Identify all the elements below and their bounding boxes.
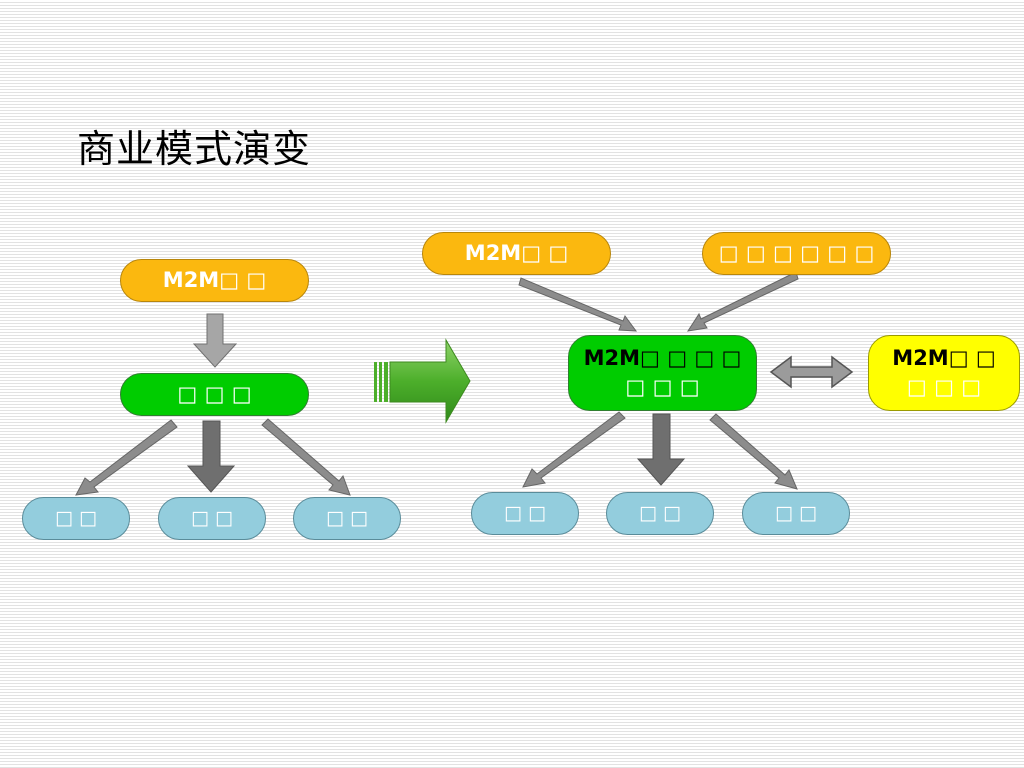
right-center-node-label-line2: □ □ □ xyxy=(625,375,700,399)
arrow-diagonal-icon xyxy=(518,277,638,332)
right-bottom-node: □ □ xyxy=(606,492,714,535)
right-bottom-node: □ □ xyxy=(471,492,579,535)
right-side-node-label-line2: □ □ □ xyxy=(906,375,982,399)
arrow-diagonal-icon xyxy=(709,413,798,490)
right-top-right-node-label: □ □ □ □ □ □ xyxy=(718,241,875,265)
right-bottom-node-label: □ □ xyxy=(639,502,681,524)
arrow-diagonal-icon xyxy=(75,419,178,496)
right-top-left-node: M2M□ □ xyxy=(422,232,611,275)
right-top-right-node: □ □ □ □ □ □ xyxy=(702,232,891,275)
arrow-diagonal-icon xyxy=(261,418,351,496)
right-side-node-label-line1: M2M□ □ xyxy=(892,346,996,370)
double-headed-arrow-icon xyxy=(769,355,854,389)
right-bottom-node-label: □ □ xyxy=(775,502,817,524)
right-bottom-node: □ □ xyxy=(742,492,850,535)
arrow-down-icon xyxy=(636,413,686,486)
arrow-down-icon xyxy=(186,420,236,493)
left-bottom-node-label: □ □ xyxy=(326,507,368,529)
page-title: 商业模式演变 xyxy=(77,127,312,171)
left-middle-node: □ □ □ xyxy=(120,373,309,416)
arrow-down-icon xyxy=(192,313,238,368)
right-bottom-node-label: □ □ xyxy=(504,502,546,524)
arrow-diagonal-icon xyxy=(522,411,626,488)
right-top-left-node-label: M2M□ □ xyxy=(464,241,569,265)
transition-arrow-right-icon xyxy=(374,338,471,424)
right-side-node: M2M□ □ □ □ □ xyxy=(868,335,1020,411)
left-bottom-node: □ □ xyxy=(158,497,266,540)
left-bottom-node-label: □ □ xyxy=(55,507,97,529)
left-middle-node-label: □ □ □ xyxy=(177,382,252,406)
left-bottom-node: □ □ xyxy=(22,497,130,540)
left-top-node: M2M□ □ xyxy=(120,259,309,302)
left-bottom-node-label: □ □ xyxy=(191,507,233,529)
left-bottom-node: □ □ xyxy=(293,497,401,540)
left-top-node-label: M2M□ □ xyxy=(162,268,267,292)
right-center-node-label-line1: M2M□ □ □ □ xyxy=(583,346,742,370)
right-center-node: M2M□ □ □ □ □ □ □ xyxy=(568,335,757,411)
arrow-diagonal-icon xyxy=(686,271,799,332)
